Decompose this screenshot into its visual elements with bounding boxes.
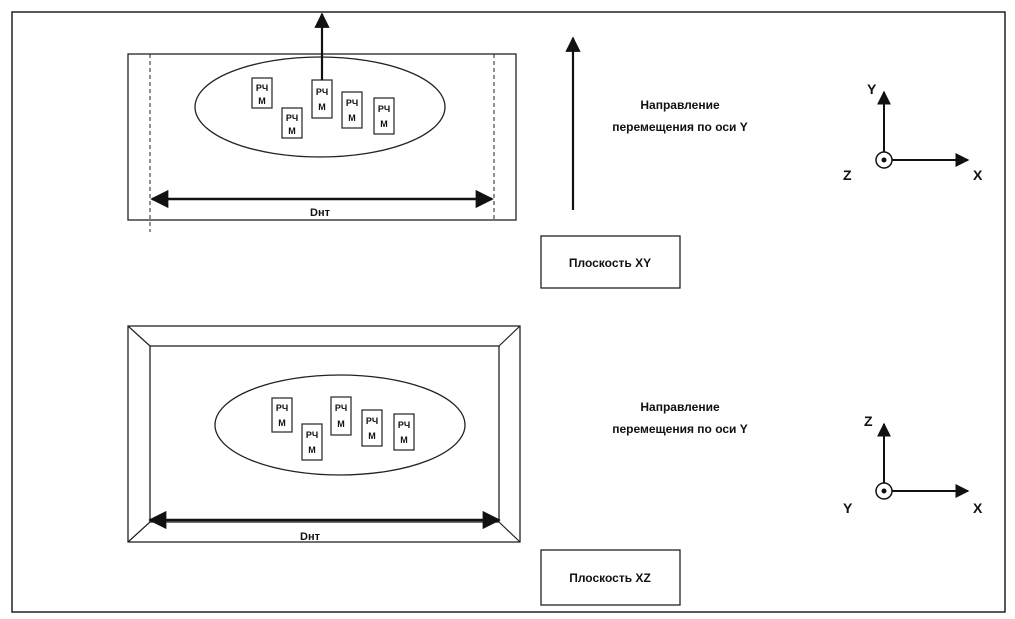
svg-text:М: М — [368, 431, 376, 441]
direction-text-line2: перемещения по оси Y — [612, 120, 748, 134]
plane-label: Плоскость XY — [569, 256, 651, 270]
svg-text:РЧ: РЧ — [378, 104, 390, 114]
direction-text-line2: перемещения по оси Y — [612, 422, 748, 436]
svg-text:РЧ: РЧ — [316, 87, 328, 97]
diagram-frame — [11, 11, 1006, 613]
svg-text:М: М — [348, 113, 356, 123]
svg-text:РЧ: РЧ — [335, 403, 347, 413]
module-box: РЧ М — [311, 79, 333, 119]
module-box: РЧ М — [301, 423, 323, 461]
module-box: РЧ М — [330, 396, 352, 436]
xy-plane-view: РЧ М РЧ М РЧ М РЧ М РЧ М Dнт Нап — [127, 12, 983, 289]
svg-text:РЧ: РЧ — [366, 416, 378, 426]
test-zone-ellipse — [214, 374, 466, 476]
svg-text:М: М — [380, 119, 388, 129]
svg-text:М: М — [400, 435, 408, 445]
up-axis-label: Y — [867, 81, 877, 97]
corner-line — [498, 325, 521, 347]
corner-line — [498, 521, 521, 543]
direction-text-line1: Направление — [640, 98, 720, 112]
module-box: РЧ М — [251, 77, 273, 109]
svg-text:РЧ: РЧ — [398, 420, 410, 430]
right-axis-label: X — [973, 500, 983, 516]
corner-line — [127, 325, 151, 347]
corner-line — [127, 521, 151, 543]
svg-text:РЧ: РЧ — [306, 430, 318, 440]
svg-text:М: М — [278, 418, 286, 428]
module-box: РЧ М — [281, 107, 303, 139]
svg-text:РЧ: РЧ — [276, 403, 288, 413]
right-axis-label: X — [973, 167, 983, 183]
svg-text:М: М — [337, 419, 345, 429]
plane-label-box — [540, 235, 681, 289]
module-box: РЧ М — [373, 97, 395, 135]
chamber-outer-outline — [127, 325, 521, 543]
svg-text:РЧ: РЧ — [256, 83, 268, 93]
dimension-label: Dнт — [310, 207, 331, 219]
out-axis-label: Z — [843, 167, 852, 183]
chamber-inner-outline — [149, 345, 500, 523]
svg-text:М: М — [258, 96, 266, 106]
direction-text-line1: Направление — [640, 400, 720, 414]
svg-text:М: М — [308, 445, 316, 455]
svg-text:РЧ: РЧ — [286, 113, 298, 123]
plane-label-box — [540, 549, 681, 606]
axis-triad: Y X Z — [843, 81, 983, 183]
module-box: РЧ М — [393, 413, 415, 451]
svg-text:РЧ: РЧ — [346, 98, 358, 108]
module-box: РЧ М — [341, 91, 363, 129]
module-box: РЧ М — [361, 409, 383, 447]
xz-plane-view: РЧ М РЧ М РЧ М РЧ М РЧ М Dнт Направление… — [127, 325, 983, 606]
svg-text:М: М — [288, 126, 296, 136]
test-zone-ellipse — [194, 56, 446, 158]
plane-label: Плоскость XZ — [569, 571, 651, 585]
module-box: РЧ М — [271, 397, 293, 433]
axis-triad: Z X Y — [843, 413, 983, 516]
out-axis-label: Y — [843, 500, 853, 516]
up-axis-label: Z — [864, 413, 873, 429]
svg-text:М: М — [318, 102, 326, 112]
dimension-label: Dнт — [300, 531, 321, 543]
